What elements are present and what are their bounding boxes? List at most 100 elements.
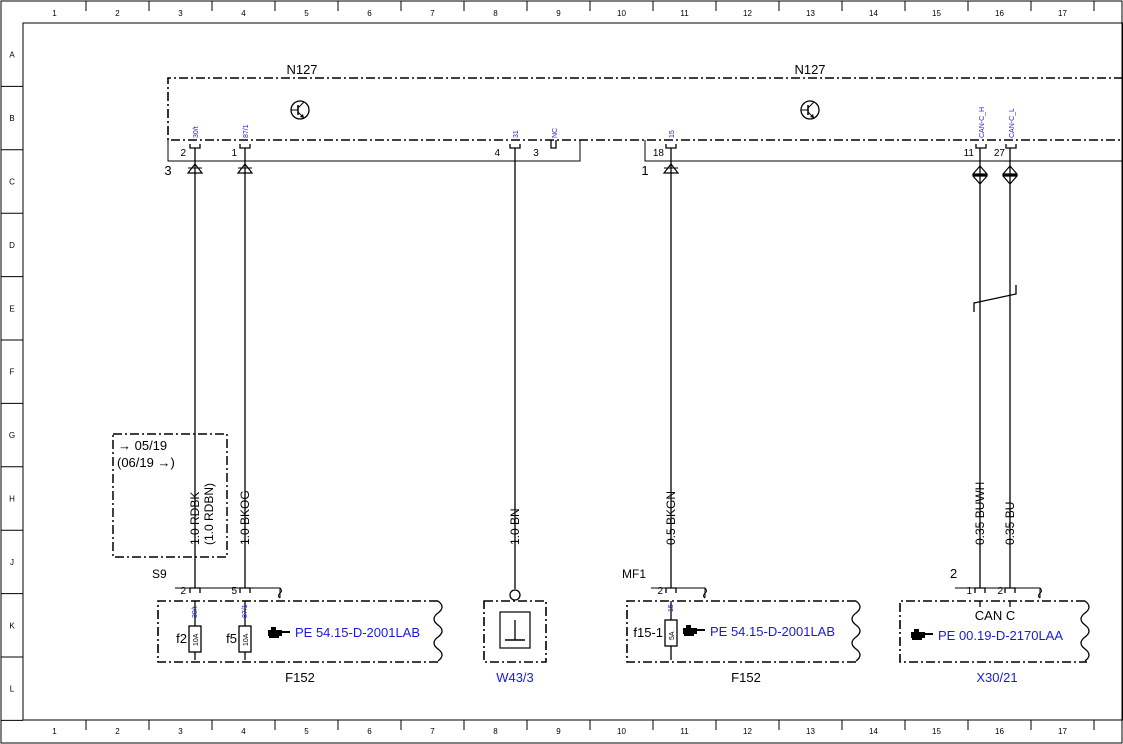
fuse-signal: 30/t [192,606,199,618]
reference-link[interactable]: PE 54.15-D-2001LAB [710,624,835,639]
component-label: F152 [731,670,761,685]
grid-column-label: 13 [806,9,815,18]
grid-column-label: 7 [430,9,435,18]
grid-row-label: G [9,431,15,440]
reference-hand-icon[interactable] [268,627,290,638]
wire-label: 1.0 RDBK [188,492,202,545]
n127-pin: 4 31 [494,130,521,159]
reference-link[interactable]: PE 54.15-D-2001LAB [295,625,420,640]
grid-row-label: E [9,304,14,313]
n127-pin-signal: NC [552,128,559,138]
connector-label: MF1 [622,567,646,581]
version-box [112,433,228,558]
component-label-link[interactable]: X30/21 [976,670,1017,685]
grid-row-label: C [9,178,15,187]
n127-pin: 11 CAN-C_H [964,107,987,159]
pin-number: 2 [180,586,186,597]
n127-pin: 18 15 [653,130,677,159]
fuse-icon [238,625,252,653]
fuse-name: f5 [226,631,237,646]
grid-column-label: 2 [115,9,120,18]
reference-link[interactable]: PE 00.19-D-2170LAA [938,628,1063,643]
grid-row-label: J [10,558,14,567]
grid-column-label: 6 [367,727,372,736]
break-icon [433,600,443,662]
break-icon [1080,600,1090,662]
version-line-1: → 05/19 [118,438,167,453]
n127-pin-number: 18 [653,148,665,159]
transistor-icon [800,100,820,120]
n127-pin: 27 CAN-C_L [994,108,1017,159]
reference-hand-icon[interactable] [911,629,933,640]
grid-column-label: 8 [493,9,498,18]
grid-column-label: 9 [556,9,561,18]
connector-label: S9 [152,567,167,581]
wires [194,148,1017,589]
pin-number: 2 [997,586,1003,597]
n127-pin-number: 2 [180,148,186,159]
f152-left-unit: S9 2 5 10A 10A 30/t 87/1 f2 f5 PE 54.15-… [152,567,443,685]
n127-pin-signal: 31 [513,130,520,138]
fuse-name: f2 [176,631,187,646]
grid-column-label: 14 [869,727,878,736]
grid-column-label: 2 [115,727,120,736]
n127-connector-3-housing [167,140,581,162]
grid-row-label: A [9,51,15,60]
grid-column-label: 7 [430,727,435,736]
grid-column-label: 10 [617,9,626,18]
grid-column-label: 11 [680,727,689,736]
component-label-link[interactable]: W43/3 [496,670,534,685]
fuse-rating: 5A [669,631,676,640]
n127-pin-number: 4 [494,148,500,159]
n127-pin: 2 30/t [180,126,201,159]
grid-column-label: 5 [304,9,309,18]
n127-label-right: N127 [794,62,825,77]
component-label: F152 [285,670,315,685]
fuse-icon [188,625,202,653]
wire-label: 1.0 BKOG [238,490,252,545]
grid-column-label: 1 [52,9,57,18]
n127-pin-number: 1 [231,148,237,159]
grid-column-label: 8 [493,727,498,736]
grid-column-label: 16 [995,727,1004,736]
n127-connector-right: 1 [641,163,648,178]
n127-pin-number: 3 [533,148,539,159]
grid-column-label: 9 [556,727,561,736]
n127-pin-signal: 15 [669,130,676,138]
grid-column-label: 13 [806,727,815,736]
grid-column-label: 16 [995,9,1004,18]
pin-number: 1 [966,586,972,597]
n127-connector-left: 3 [164,163,171,178]
grid-row-label: D [9,241,15,250]
grid-row-label: H [9,495,15,504]
grid-column-label: 12 [743,727,752,736]
grid-row-label: B [9,114,14,123]
wire-label: 0.5 BKGN [664,491,678,545]
fuse-icon [664,619,678,647]
grid-column-label: 6 [367,9,372,18]
fuse-signal: 15 [668,604,675,612]
f152-right-unit: MF1 2 5A 15 f15-1 PE 54.15-D-2001LAB F15… [622,567,861,685]
unit-title: CAN C [975,608,1015,623]
grid-column-label: 14 [869,9,878,18]
grid-column-label: 4 [241,9,246,18]
grid-column-label: 17 [1058,727,1067,736]
x30-can-unit: 2 1 2 CAN C PE 00.19-D-2170LAA X30/21 [899,566,1090,685]
w43-ground-unit: W43/3 [483,589,547,685]
n127-pin-signal: CAN-C_L [1009,108,1016,138]
fuse-name: f15-1 [633,625,663,640]
grid-column-label: 11 [680,9,689,18]
version-line-2: (06/19 →) [117,455,175,470]
pin-number: 5 [231,586,237,597]
n127-module: N127 N127 3 1 2 30/t [164,62,1123,178]
n127-pin: 3 NC [533,128,559,159]
grid-column-label: 17 [1058,9,1067,18]
reference-hand-icon[interactable] [683,625,705,636]
fuse-rating: 10A [193,633,200,646]
wire-label: 0.35 BUWH [973,482,987,545]
ground-icon [499,611,531,649]
grid-row-label: K [9,621,15,630]
